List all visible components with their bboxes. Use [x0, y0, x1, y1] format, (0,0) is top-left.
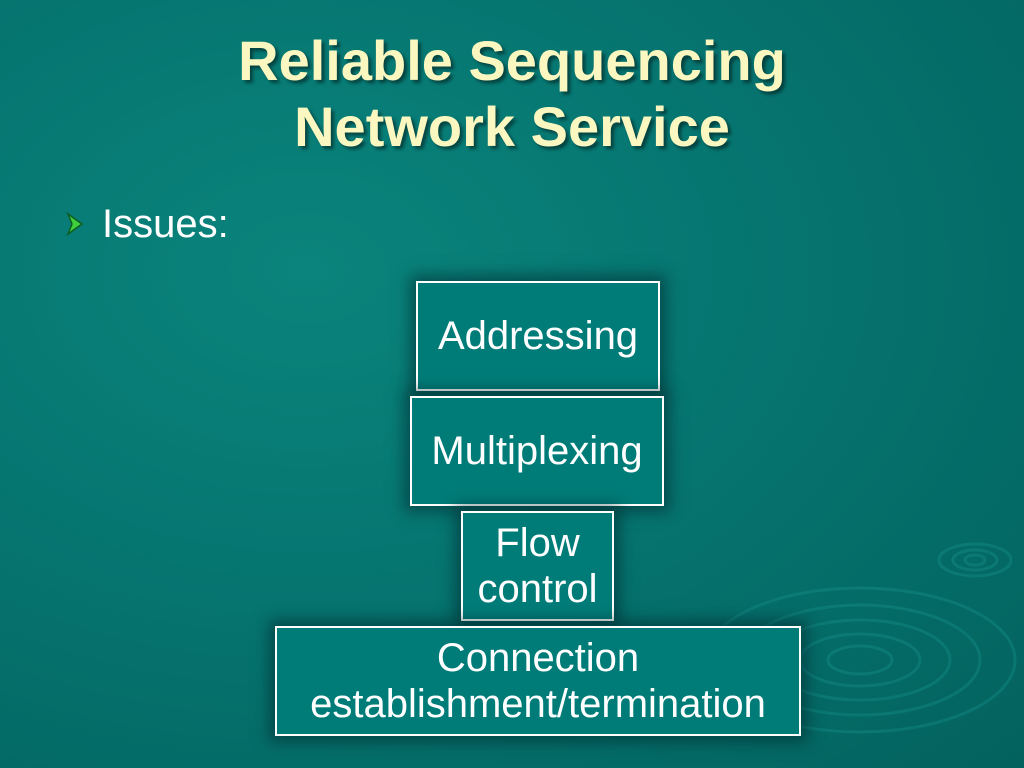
bullet-item-issues: Issues: — [62, 200, 229, 248]
bullet-text: Issues: — [102, 202, 229, 246]
slide-title: Reliable Sequencing Network Service — [0, 28, 1024, 160]
stack-label-flow-line-2: control — [477, 567, 598, 611]
stack-box-flow-control: Flow control — [461, 511, 614, 621]
stack-label-addressing: Addressing — [437, 314, 639, 358]
slide-title-line-1: Reliable Sequencing — [238, 29, 786, 92]
arrow-bullet-icon — [66, 211, 84, 237]
stack-label-connection-line-2: establishment/termination — [310, 682, 766, 726]
stack-box-multiplexing: Multiplexing — [410, 396, 664, 506]
stack-label-multiplexing: Multiplexing — [431, 429, 643, 473]
stack-label-flow-line-1: Flow — [495, 521, 580, 565]
stack-label-connection-line-1: Connection — [436, 636, 640, 680]
slide-title-line-2: Network Service — [294, 95, 730, 158]
stack-box-addressing: Addressing — [416, 281, 660, 391]
stack-box-connection: Connection establishment/termination — [275, 626, 801, 736]
